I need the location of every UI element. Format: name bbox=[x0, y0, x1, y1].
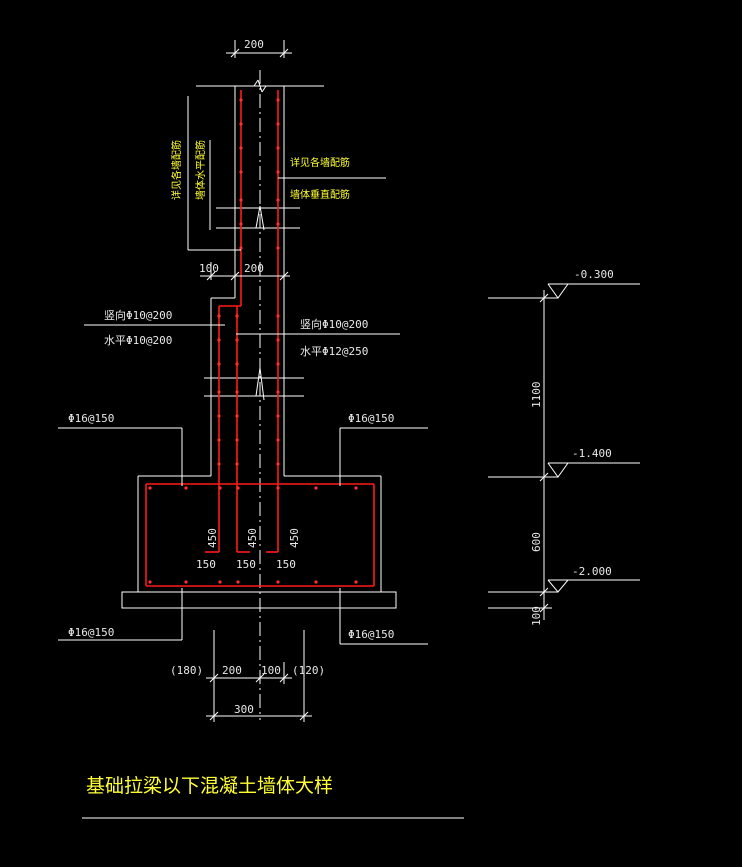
rebar-dot bbox=[239, 198, 243, 202]
rebar-dot bbox=[217, 314, 221, 318]
rebar-dot bbox=[276, 198, 280, 202]
rebar-dot bbox=[235, 462, 239, 466]
dim-bottom-100: 100 bbox=[261, 664, 281, 677]
rebar-dot bbox=[184, 580, 188, 584]
step-dimension bbox=[200, 262, 290, 281]
rebar-dot bbox=[217, 414, 221, 418]
dim-450-left: 450 bbox=[206, 528, 219, 548]
label-footing-bottom-left: Φ16@150 bbox=[68, 626, 114, 639]
dim-step-left: 100 bbox=[199, 262, 219, 275]
rebar-dot bbox=[354, 580, 358, 584]
rebar-dot bbox=[354, 486, 358, 490]
rebar-dot bbox=[235, 414, 239, 418]
rebar-dot bbox=[276, 338, 280, 342]
dim-450-right: 450 bbox=[288, 528, 301, 548]
rebar-dot bbox=[314, 580, 318, 584]
dim-150-left: 150 bbox=[196, 558, 216, 571]
rebar-dot bbox=[276, 246, 280, 250]
dim-top-width: 200 bbox=[244, 38, 264, 51]
rebar-dot bbox=[239, 170, 243, 174]
rebar-dot bbox=[276, 390, 280, 394]
level-bottom: -2.000 bbox=[572, 565, 612, 578]
label-vertical-side-1: 详见各墙配筋 bbox=[170, 140, 183, 200]
label-left-horizontal: 水平Φ10@200 bbox=[104, 334, 172, 347]
rebar-dot bbox=[217, 338, 221, 342]
rebar-dot bbox=[235, 438, 239, 442]
bottom-dimension bbox=[206, 630, 312, 722]
rebar-dot bbox=[276, 314, 280, 318]
rebar-dot bbox=[235, 314, 239, 318]
top-dimension: 200 bbox=[226, 38, 292, 58]
rebar-dot bbox=[235, 362, 239, 366]
span-100: 100 bbox=[530, 606, 543, 626]
label-right-horizontal: 水平Φ12@250 bbox=[300, 345, 368, 358]
rebar-dot bbox=[276, 462, 280, 466]
rebar-dot bbox=[217, 438, 221, 442]
break-symbols bbox=[204, 205, 304, 401]
rebar-dot bbox=[276, 122, 280, 126]
label-footing-top-left: Φ16@150 bbox=[68, 412, 114, 425]
rebar-dot bbox=[184, 486, 188, 490]
rebar-dot bbox=[239, 222, 243, 226]
wall-outline bbox=[121, 79, 397, 609]
rebar-dot bbox=[218, 486, 222, 490]
rebar bbox=[145, 90, 375, 587]
label-right-vertical: 竖向Φ10@200 bbox=[300, 317, 368, 331]
rebar-dot bbox=[276, 98, 280, 102]
rebar-dot bbox=[239, 122, 243, 126]
level-top: -0.300 bbox=[574, 268, 614, 281]
level-mid: -1.400 bbox=[572, 447, 612, 460]
rebar-dot bbox=[314, 486, 318, 490]
span-1100: 1100 bbox=[530, 382, 543, 409]
dim-bottom-180: (180) bbox=[170, 664, 203, 677]
rebar-dot bbox=[276, 438, 280, 442]
rebar-dot bbox=[239, 98, 243, 102]
rebar-dot bbox=[276, 580, 280, 584]
dim-step-width: 200 bbox=[244, 262, 264, 275]
label-see-wall-rebar: 详见各墙配筋 bbox=[290, 156, 350, 169]
rebar-dot bbox=[235, 390, 239, 394]
drawing-title: 基础拉梁以下混凝土墙体大样 bbox=[86, 775, 333, 797]
rebar-dot bbox=[236, 486, 240, 490]
rebar-dot bbox=[148, 486, 152, 490]
rebar-dot bbox=[235, 338, 239, 342]
dim-bottom-120: (120) bbox=[292, 664, 325, 677]
rebar-dot bbox=[239, 146, 243, 150]
rebar-dot bbox=[276, 486, 280, 490]
rebar-dot bbox=[276, 362, 280, 366]
span-600: 600 bbox=[530, 532, 543, 552]
label-vertical-side-2: 墙体水平配筋 bbox=[194, 140, 207, 200]
rebar-dot bbox=[239, 246, 243, 250]
dim-150-right: 150 bbox=[276, 558, 296, 571]
rebar-dot bbox=[276, 222, 280, 226]
rebar-dot bbox=[218, 580, 222, 584]
dim-bottom-300: 300 bbox=[234, 703, 254, 716]
dim-150-mid: 150 bbox=[236, 558, 256, 571]
rebar-dot bbox=[276, 146, 280, 150]
label-footing-bottom-right: Φ16@150 bbox=[348, 628, 394, 641]
rebar-dot bbox=[276, 414, 280, 418]
dim-450-mid: 450 bbox=[246, 528, 259, 548]
rebar-dot bbox=[236, 580, 240, 584]
rebar-dots bbox=[148, 98, 358, 584]
dim-bottom-200: 200 bbox=[222, 664, 242, 677]
label-footing-top-right: Φ16@150 bbox=[348, 412, 394, 425]
elevation-diagram bbox=[488, 283, 640, 620]
label-left-vertical: 竖向Φ10@200 bbox=[104, 308, 172, 322]
rebar-dot bbox=[217, 390, 221, 394]
rebar-dot bbox=[148, 580, 152, 584]
rebar-dot bbox=[276, 170, 280, 174]
leaders bbox=[58, 96, 428, 645]
label-wall-vertical-rebar: 墙体垂直配筋 bbox=[290, 188, 350, 201]
rebar-dot bbox=[217, 462, 221, 466]
rebar-dot bbox=[217, 362, 221, 366]
